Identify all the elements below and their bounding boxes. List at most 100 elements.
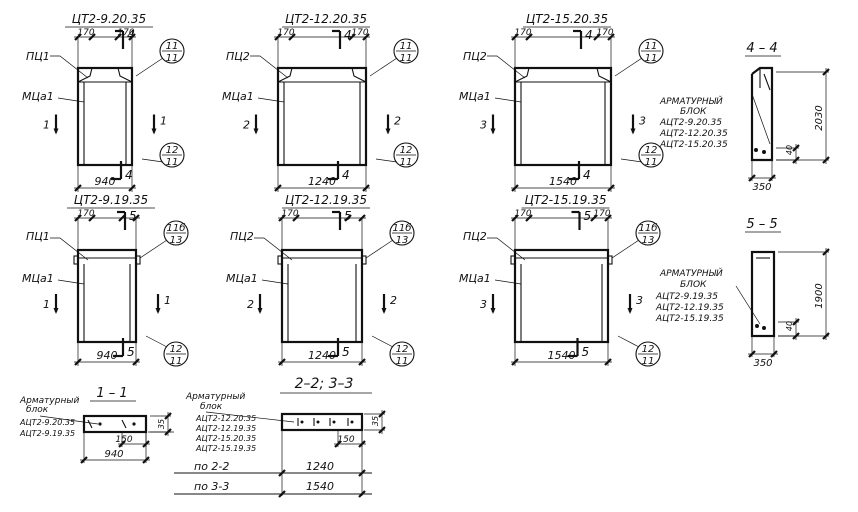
callout-number-bottom: 11 <box>645 53 658 64</box>
dimension-tick <box>768 174 776 182</box>
rebar-dot <box>332 420 336 424</box>
arrow-head <box>385 128 391 135</box>
detail-callout-circle <box>393 38 419 64</box>
arrow-head <box>627 308 633 314</box>
label-block: БЛОК <box>680 280 707 290</box>
panel-outline <box>276 66 368 167</box>
dimension-tick <box>590 214 598 222</box>
row-value: 1540 <box>306 480 334 493</box>
arrow-head <box>490 128 496 135</box>
dimension-tick <box>164 412 172 420</box>
callout-number-bottom: 11 <box>166 157 179 168</box>
panel-title: ЦТ2-12.20.35 <box>285 12 367 26</box>
dimension-tick <box>378 410 386 418</box>
mark-lintel: ПЦ2 <box>463 50 487 63</box>
section-cut-number: 5 <box>584 209 592 223</box>
section-number-right: 3 <box>636 294 643 307</box>
callout-number-top: 12 <box>166 145 179 156</box>
lintel-left <box>77 67 93 83</box>
arrow-head <box>490 308 496 314</box>
leader-line <box>487 55 526 79</box>
arrow-head <box>257 308 263 314</box>
lintel-left <box>277 67 293 83</box>
rebar-dot <box>754 148 758 152</box>
section-number-left: 2 <box>243 119 250 132</box>
dimension-tick <box>378 426 386 434</box>
callout-number-bottom: 13 <box>170 235 183 246</box>
rebar-mark <box>121 419 127 429</box>
callout-number-bottom: 11 <box>170 356 183 367</box>
label-reinforcement: АРМАТУРНЫЙ <box>659 95 723 107</box>
callout-number-top: 11 <box>645 41 658 52</box>
detail-callout-circle <box>389 220 415 246</box>
dimension-width: 1540 <box>548 349 576 362</box>
section-number-left: 3 <box>480 119 487 132</box>
block-name: АЦТ2-9.19.35 <box>655 292 718 302</box>
dimension-width: 350 <box>753 358 772 369</box>
dimension-height: 1900 <box>814 283 825 308</box>
section-number-right: 3 <box>639 115 646 128</box>
dimension-170: 170 <box>514 209 531 219</box>
dimension-tick <box>344 214 352 222</box>
leader-line <box>50 237 89 261</box>
rebar-dot <box>132 422 136 426</box>
callout-number-bottom: 11 <box>642 356 655 367</box>
arrow-head <box>381 308 387 314</box>
section-number-left: 2 <box>247 298 254 311</box>
dimension-inner: 150 <box>337 435 354 445</box>
dimension-170: 170 <box>596 28 613 38</box>
mark-frame: МЦа1 <box>459 272 491 285</box>
mark-lintel: ПЦ2 <box>230 230 254 243</box>
leader-line <box>735 285 761 325</box>
dimension-tick <box>80 456 88 464</box>
lintel-right <box>351 67 367 83</box>
dimension-170: 170 <box>277 28 294 38</box>
row-label: по 3-3 <box>194 480 229 493</box>
detail-callout-circle <box>159 38 185 64</box>
label-reinforcement: Арматурный <box>19 396 79 406</box>
label-reinforcement: Арматурный <box>185 392 245 402</box>
callout-number-top: 11б <box>393 222 412 234</box>
panel-outline <box>513 66 613 167</box>
dimension-tick <box>358 490 366 498</box>
rebar-dot <box>98 422 102 426</box>
panel-title: ЦТ2-9.19.35 <box>74 193 148 207</box>
detail-callout-circle <box>638 38 664 64</box>
dimension-tick <box>142 456 150 464</box>
callout-number-top: 11б <box>639 222 658 234</box>
label-reinforcement: АРМАТУРНЫЙ <box>659 267 723 279</box>
dimension-tick <box>525 33 533 41</box>
block-name: АЦТ2-15.19.35 <box>655 314 724 324</box>
leader-line <box>57 97 85 103</box>
lintel-nib-left <box>277 255 283 265</box>
arrow-head <box>253 128 259 135</box>
dimension-tick <box>114 33 122 41</box>
dimension-tick <box>593 33 601 41</box>
leader-line <box>250 55 289 79</box>
section-cut-number: 4 <box>585 28 593 42</box>
dimension-tick <box>118 440 126 448</box>
leader-line <box>375 158 398 163</box>
section-5-5: 5 – 5АРМАТУРНЫЙБЛОКАЦТ2-9.19.35АЦТ2-12.1… <box>655 217 830 369</box>
dimension-170: 170 <box>351 28 368 38</box>
section-cut-number: 4 <box>344 28 352 42</box>
dimension-height: 35 <box>371 416 380 426</box>
section-number-right: 2 <box>390 294 397 307</box>
callout-number-top: 12 <box>170 344 183 355</box>
callout-number-top: 11 <box>166 41 179 52</box>
dimension-tick <box>88 33 96 41</box>
arrow-head <box>151 128 157 135</box>
dimension-width: 1240 <box>308 175 336 188</box>
detail-callout-circle <box>163 220 189 246</box>
section-cut-number: 5 <box>129 209 137 223</box>
section-cut-number: 5 <box>344 209 352 223</box>
dimension-tick <box>822 68 830 76</box>
leader-line <box>487 237 526 261</box>
section-cut-number: 4 <box>342 168 350 182</box>
section-title: 5 – 5 <box>746 217 777 232</box>
dimension-width: 1540 <box>549 175 577 188</box>
dimension-tick <box>278 490 286 498</box>
callout-number-bottom: 11 <box>400 157 413 168</box>
